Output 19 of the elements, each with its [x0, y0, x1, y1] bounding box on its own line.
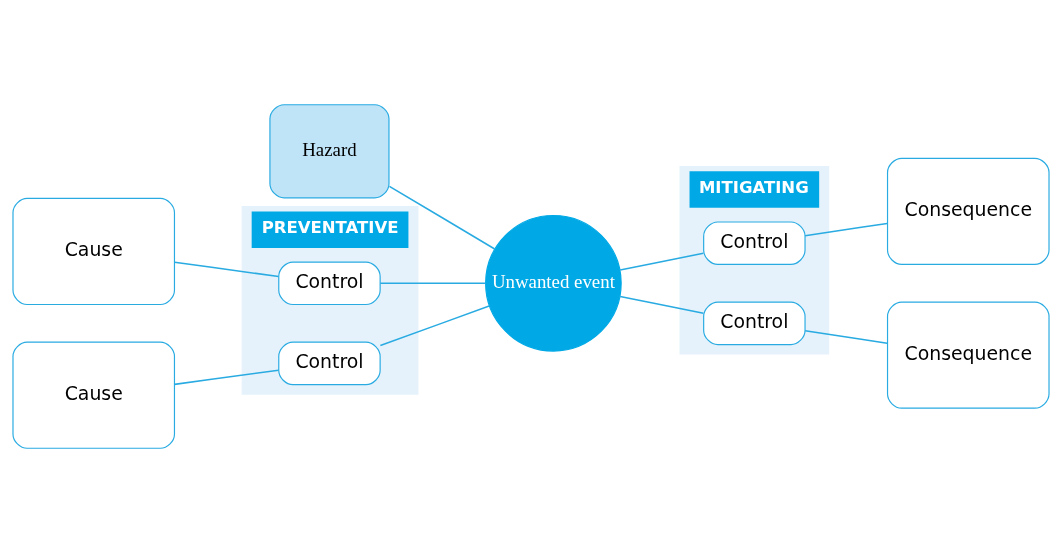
- node-box: Control: [703, 221, 806, 265]
- connector: [619, 295, 705, 315]
- node-box: Consequence: [886, 301, 1050, 409]
- connector: [804, 222, 888, 237]
- connector: [173, 261, 280, 278]
- node-box: Cause: [12, 197, 176, 306]
- connector: [804, 330, 888, 344]
- node-box: Control: [278, 261, 381, 306]
- connector: [379, 305, 490, 347]
- node-box: Cause: [12, 341, 176, 449]
- connector: [388, 185, 496, 250]
- connector: [379, 282, 487, 285]
- node-box: Hazard: [269, 104, 390, 199]
- connector: [173, 369, 280, 386]
- node-box: Consequence: [886, 157, 1050, 265]
- node-box: Control: [703, 301, 806, 346]
- node-box: Control: [278, 341, 381, 386]
- connector: [619, 252, 705, 271]
- node-circle: Unwanted event: [485, 214, 622, 352]
